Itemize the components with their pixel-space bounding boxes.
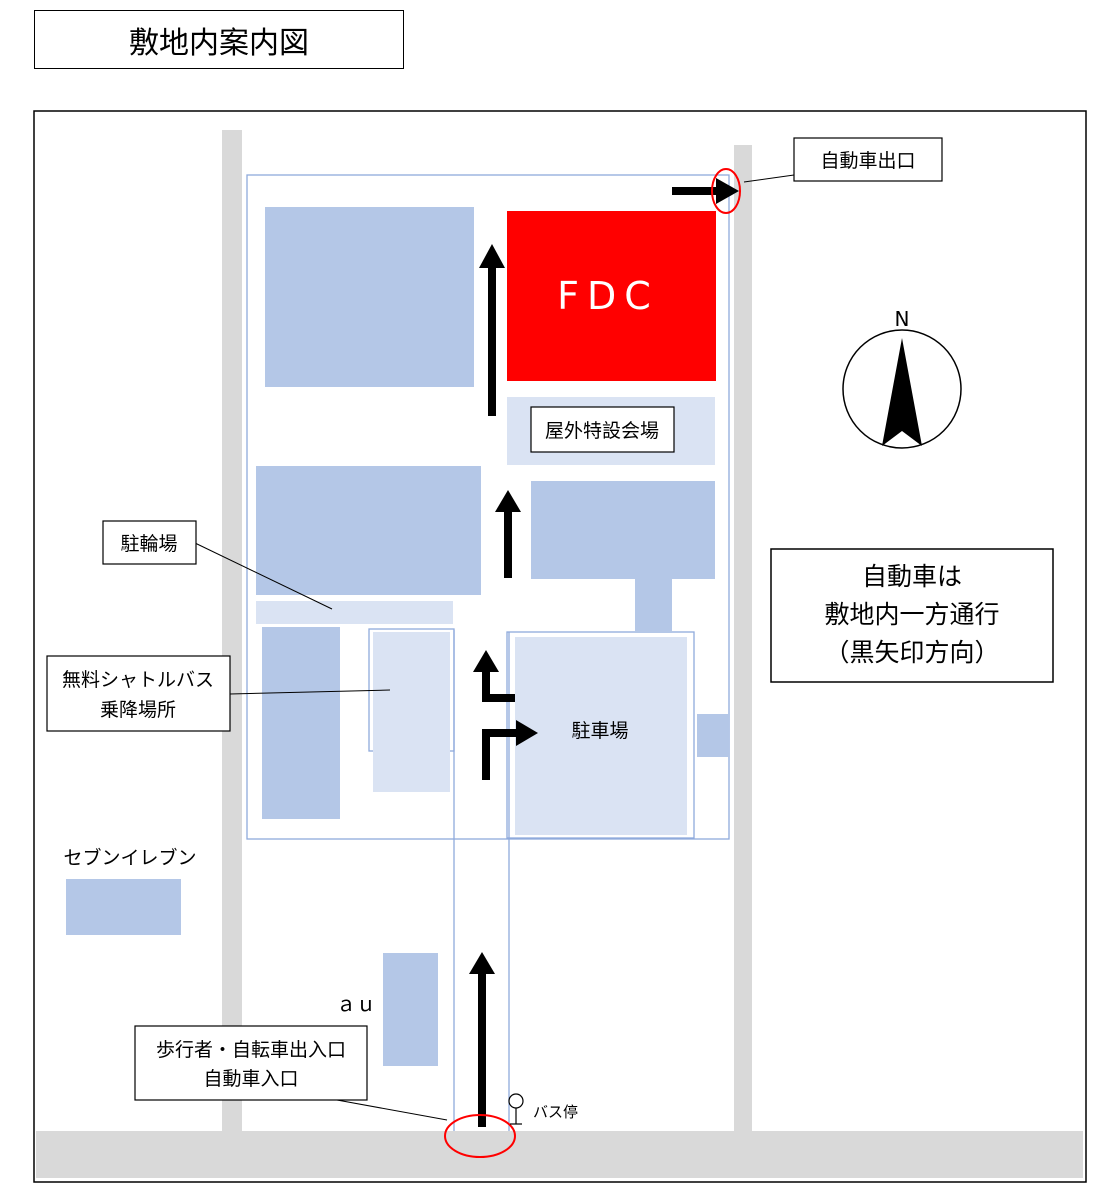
- shuttle-bus-area: [373, 632, 450, 792]
- car-exit-label-box: [793, 137, 943, 182]
- au-building: [383, 953, 438, 1066]
- one-way-notice-box: [770, 548, 1054, 683]
- shuttle-bus-label-line1: 無料シャトルバス: [62, 669, 214, 691]
- notice-line2: 敷地内一方通行: [824, 600, 999, 629]
- building-southwest: [262, 627, 340, 819]
- arrow-upper-north-head: [479, 244, 505, 268]
- bicycle-parking-area: [256, 601, 453, 624]
- north-label: N: [895, 307, 910, 331]
- parking-label: 駐車場: [571, 720, 628, 742]
- outdoor-venue-label-box: [530, 406, 675, 453]
- entrance-highlight-circle: [444, 1114, 516, 1158]
- shuttle-bus-label-line2: 乗降場所: [100, 699, 176, 721]
- road-east: [734, 145, 752, 1135]
- entrance-label-line1: 歩行者・自転車出入口: [156, 1039, 346, 1061]
- arrow-turn-east: [482, 729, 518, 780]
- car-exit-label: 自動車出口: [820, 150, 915, 172]
- road-west: [222, 130, 242, 1135]
- parking-lot: [515, 637, 687, 835]
- bicycle-parking-label-box: [102, 520, 197, 565]
- shuttle-bus-label-box: [46, 655, 231, 732]
- road-south: [36, 1131, 1083, 1178]
- entrance-label-box: [134, 1025, 368, 1101]
- notice-line1: 自動車は: [862, 562, 962, 591]
- seven-eleven-label: セブンイレブン: [63, 846, 196, 869]
- building-connector: [635, 579, 672, 633]
- au-label: ａｕ: [336, 992, 376, 1016]
- page-title-text: 敷地内案内図: [129, 25, 309, 61]
- car-exit-leader: [743, 174, 795, 183]
- arrow-turn-east-head: [516, 720, 538, 746]
- bus-stop-icon: [508, 1093, 524, 1125]
- entrance-leader: [325, 1097, 448, 1121]
- building-northwest: [265, 207, 474, 387]
- arrow-middle-north-head: [495, 490, 521, 512]
- arrow-entrance-head: [469, 952, 495, 974]
- seven-eleven-building: [66, 879, 181, 935]
- bicycle-parking-label: 駐輪場: [120, 533, 177, 555]
- fdc-label: FDC: [557, 274, 659, 318]
- fdc-building: [507, 211, 716, 381]
- bus-stop-label: バス停: [533, 1103, 578, 1121]
- notice-line3: （黒矢印方向）: [824, 638, 999, 667]
- north-arrow-icon: [842, 329, 962, 449]
- shuttle-bus-leader: [229, 689, 391, 695]
- arrow-turn-north-head: [473, 650, 499, 672]
- one-way-arrows: [469, 178, 739, 1127]
- page-title: 敷地内案内図: [34, 10, 404, 69]
- exit-highlight-circle: [711, 168, 741, 214]
- building-small-east: [697, 714, 729, 757]
- building-west-middle: [256, 466, 481, 595]
- bicycle-parking-leader: [194, 542, 333, 610]
- entrance-label-line2: 自動車入口: [203, 1068, 298, 1090]
- arrow-turn-north: [482, 670, 515, 702]
- outdoor-venue-label: 屋外特設会場: [545, 420, 659, 442]
- building-east-middle: [531, 481, 715, 579]
- arrow-exit-east-head: [716, 178, 739, 204]
- site-boundary: [246, 174, 730, 840]
